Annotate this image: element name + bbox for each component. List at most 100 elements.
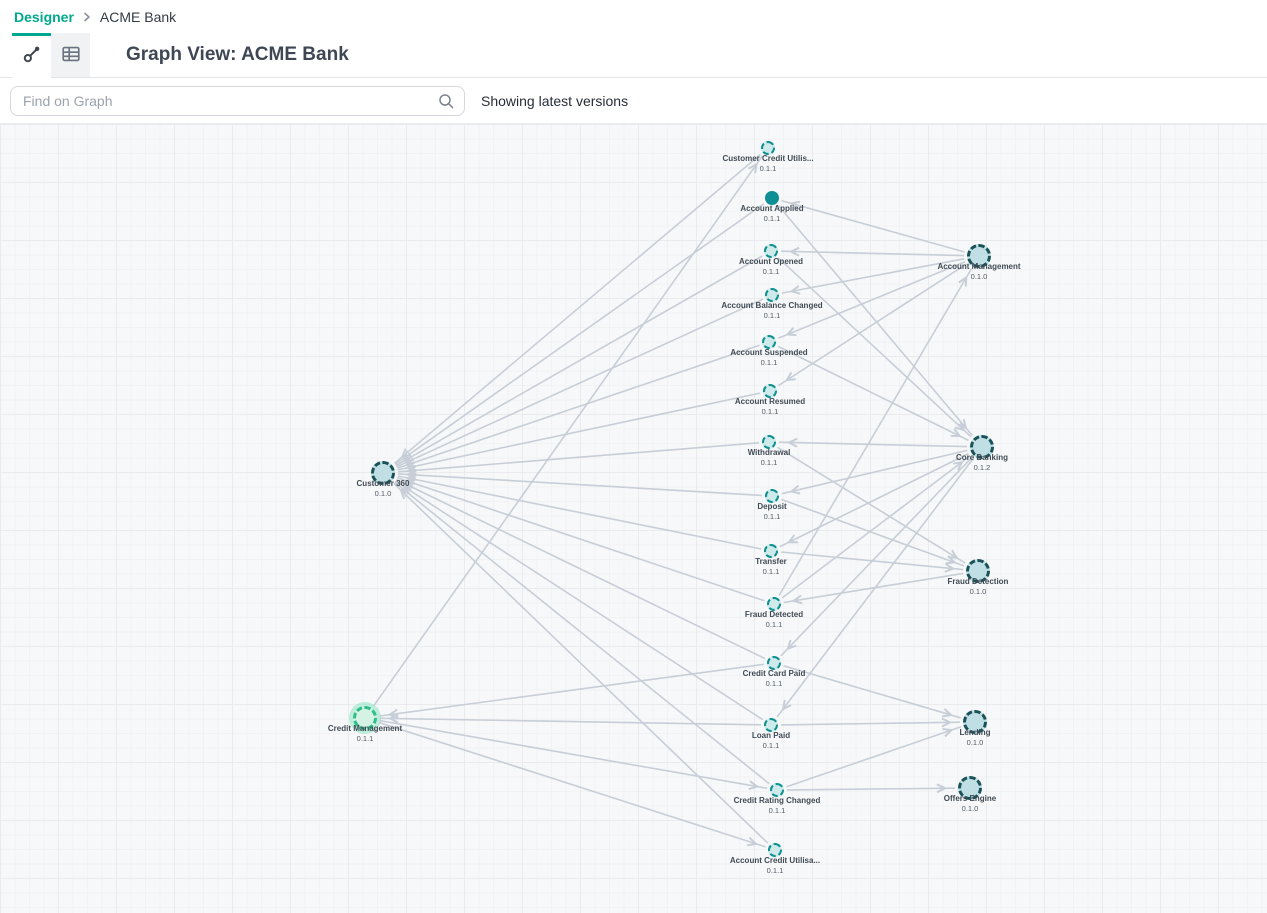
node-version: 0.1.1 <box>765 679 783 688</box>
node-version: 0.1.1 <box>763 311 781 320</box>
node-version: 0.1.1 <box>760 358 778 367</box>
graph-node-cust_credit_util[interactable]: Customer Credit Utilis...0.1.1 <box>722 141 814 173</box>
node-name: Fraud Detection <box>947 577 1009 586</box>
node-name: Fraud Detected <box>744 610 804 619</box>
service-circle[interactable] <box>963 710 987 734</box>
event-circle[interactable] <box>764 244 778 258</box>
node-version: 0.1.1 <box>356 734 374 743</box>
table-icon <box>60 43 82 70</box>
event-circle[interactable] <box>767 597 781 611</box>
node-name: Account Applied <box>740 204 804 213</box>
event-circle[interactable] <box>765 489 779 503</box>
event-circle[interactable] <box>770 783 784 797</box>
node-version: 0.1.0 <box>374 489 392 498</box>
node-version: 0.1.1 <box>766 866 784 875</box>
node-name: Account Suspended <box>730 348 808 357</box>
node-name: Transfer <box>755 557 787 566</box>
node-name: Credit Management <box>327 724 403 733</box>
graph-toolbar: Showing latest versions <box>0 78 1267 124</box>
node-version: 0.1.1 <box>762 567 780 576</box>
node-version: 0.1.0 <box>966 738 984 747</box>
event-circle[interactable] <box>761 141 775 155</box>
node-label: Customer Credit Utilis...0.1.1 <box>688 154 848 173</box>
event-circle[interactable] <box>762 335 776 349</box>
node-version: 0.1.1 <box>763 512 781 521</box>
node-name: Credit Card Paid <box>742 669 806 678</box>
node-version: 0.1.1 <box>762 741 780 750</box>
event-circle[interactable] <box>765 191 779 205</box>
node-name: Loan Paid <box>751 731 791 740</box>
breadcrumb-designer-link[interactable]: Designer <box>14 8 74 25</box>
node-version: 0.1.1 <box>762 267 780 276</box>
node-version: 0.1.0 <box>969 587 987 596</box>
event-circle[interactable] <box>762 435 776 449</box>
graph-search <box>10 85 465 116</box>
service-circle[interactable] <box>970 435 994 459</box>
status-text: Showing latest versions <box>481 92 629 109</box>
node-name: Account Opened <box>738 257 803 266</box>
event-circle[interactable] <box>764 544 778 558</box>
graph-edges <box>373 153 974 848</box>
node-version: 0.1.1 <box>761 407 779 416</box>
node-name: Customer Credit Utilis... <box>722 154 814 163</box>
service-circle[interactable] <box>958 776 982 800</box>
service-circle[interactable] <box>353 706 377 730</box>
node-version: 0.1.1 <box>763 214 781 223</box>
node-name: Withdrawal <box>747 448 791 457</box>
event-circle[interactable] <box>765 288 779 302</box>
node-version: 0.1.1 <box>759 164 777 173</box>
node-version: 0.1.1 <box>760 458 778 467</box>
event-circle[interactable] <box>764 718 778 732</box>
search-icon[interactable] <box>438 93 455 115</box>
tab-table-view[interactable] <box>51 33 90 77</box>
event-circle[interactable] <box>768 843 782 857</box>
node-name: Account Balance Changed <box>721 301 823 310</box>
node-label: Account Credit Utilisa...0.1.1 <box>695 856 855 875</box>
node-name: Account Credit Utilisa... <box>729 856 821 865</box>
event-circle[interactable] <box>767 656 781 670</box>
page-title: Graph View: ACME Bank <box>126 44 349 65</box>
node-name: Offers Engine <box>943 794 997 803</box>
search-input[interactable] <box>10 85 465 116</box>
tab-bar: Graph View: ACME Bank <box>0 33 1267 78</box>
node-name: Credit Rating Changed <box>733 796 821 805</box>
service-circle[interactable] <box>966 559 990 583</box>
service-circle[interactable] <box>371 461 395 485</box>
node-name: Deposit <box>757 502 787 511</box>
service-circle[interactable] <box>967 244 991 268</box>
node-name: Lending <box>959 728 991 737</box>
graph-node-account_credit_util[interactable]: Account Credit Utilisa...0.1.1 <box>730 843 820 875</box>
event-circle[interactable] <box>763 384 777 398</box>
tab-graph-view[interactable] <box>12 33 51 78</box>
